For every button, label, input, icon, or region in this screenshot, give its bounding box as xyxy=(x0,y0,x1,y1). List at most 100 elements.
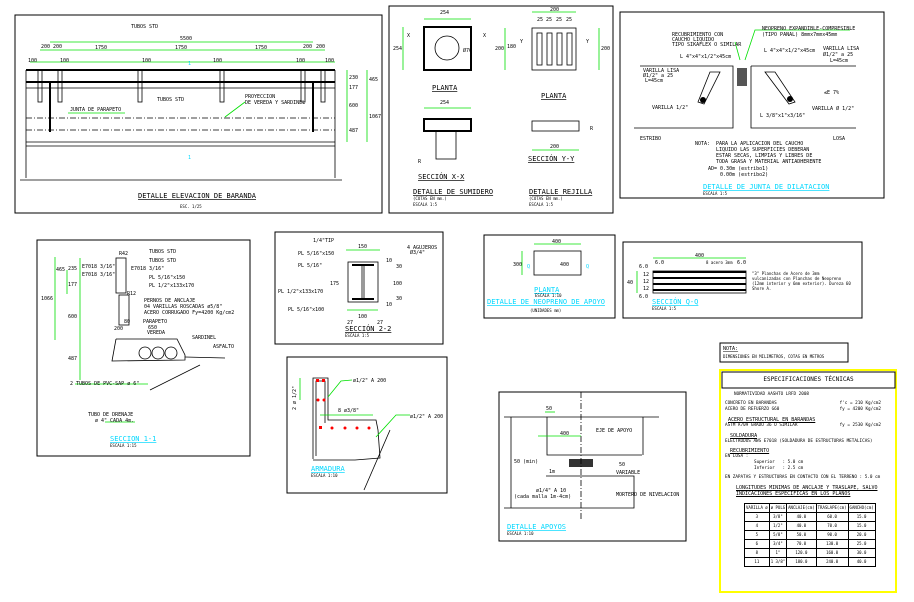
rejilla-scale: ESCALA 1:5 xyxy=(529,202,554,207)
rejilla-title: DETALLE REJILLA xyxy=(529,188,593,196)
dim: 30 xyxy=(396,296,402,302)
label: ASTM A709 GRADO 36 O SIMILAR xyxy=(725,423,798,428)
section-mark: 1 xyxy=(188,155,191,161)
dim: 12 xyxy=(643,286,649,292)
dim: 175 xyxy=(330,281,339,287)
section-mark: R xyxy=(418,159,422,165)
dim: 200 xyxy=(601,46,610,52)
label: 50 (min) xyxy=(514,459,538,465)
specs-norm: NORMATIVIDAD AASHTO LRFD 2008 xyxy=(734,392,810,397)
dim: 100 xyxy=(213,58,222,64)
label: EJE DE APOYO xyxy=(596,428,632,434)
specs-cover-bottom: Inferior : 2.5 cm xyxy=(754,466,804,471)
specs-panel: ESPECIFICACIONES TÉCNICAS NORMATIVIDAD A… xyxy=(722,372,895,567)
section-mark: R xyxy=(590,126,594,132)
dim: 465 xyxy=(369,77,378,83)
dim: 30 xyxy=(396,264,402,270)
label: Ø1/2" a 25 xyxy=(823,51,853,58)
label: VARIABLE xyxy=(616,470,640,476)
dim: 1m xyxy=(549,469,555,475)
cell: 40.0 xyxy=(847,557,876,567)
label: ACERO CORRUGADO Fy=4200 Kg/cm2 xyxy=(144,310,234,316)
cell: 11 xyxy=(744,557,770,567)
label: (cada malla 1m-4cm) xyxy=(514,494,571,500)
anchorage-table: VARILLA ø ø PULG ANCLAJE(cm) TRASLAPE(cm… xyxy=(744,503,876,567)
label-tubos-std: TUBOS STD xyxy=(131,24,158,30)
neopreno-title: DETALLE DE NEOPRENO DE APOYO xyxy=(487,298,605,306)
elevation-panel: 5500 1750 1750 1750 200 200 200 200 100 … xyxy=(14,14,383,214)
label: L 4"x4"x1/2"x45cm xyxy=(680,54,731,60)
dim: 180 xyxy=(507,44,516,50)
label: E7018 3/16" xyxy=(131,266,164,272)
cell: 240.0 xyxy=(815,557,849,567)
label: (TIPO PANAL) 8mmx7mmx45mm xyxy=(762,32,837,38)
dim: 400 xyxy=(552,239,561,245)
dim: 50 xyxy=(546,406,552,412)
dim: 200 xyxy=(114,326,123,332)
label: CAUCHO LIQUIDO xyxy=(672,37,714,43)
specs-steel-heading: ACERO ESTRUCTURAL EN BARANDAS xyxy=(728,417,816,423)
dim: 100 xyxy=(296,58,305,64)
label-junta-parapeto: JUNTA DE PARAPETO xyxy=(70,107,121,113)
label: ESTRIBO xyxy=(640,136,661,142)
label: 1/4"TIP xyxy=(313,238,334,244)
dim: 100 xyxy=(325,58,334,64)
apoyos-panel: 400 50 1m EJE DE APOYO 50 (min) 50 VARIA… xyxy=(498,391,687,542)
dim: 400 xyxy=(695,253,704,259)
label: ø1/4" A 10 xyxy=(536,488,566,494)
label: VARILLA LISA xyxy=(823,46,859,52)
label: ASFALTO xyxy=(213,344,234,350)
note: LIQUIDO LAS SUPERFICIES DEBERAN xyxy=(716,147,809,153)
neopreno-panel: 400 300 400 Q Q PLANTA ESCALA 1:10 DETAL… xyxy=(483,234,616,319)
label: Ø3/4" xyxy=(410,249,425,256)
nota-panel: NOTA: DIMENSIONES EN MILIMETROS, COTAS E… xyxy=(719,342,849,363)
label: R12 xyxy=(127,291,136,297)
label: L 3/8"x1"x3/16" xyxy=(760,113,805,119)
label: PL 1/2"x133x170 xyxy=(278,289,323,295)
section-mark: Y xyxy=(520,39,523,45)
label: ø 4" CADA 4m. xyxy=(95,418,134,424)
dim: 1067 xyxy=(369,114,381,120)
dim: 100 xyxy=(358,314,367,320)
sumidero-scale: ESCALA 1:5 xyxy=(413,202,438,207)
seccion11-title: SECCION 1-1 xyxy=(110,435,156,443)
label: VEREDA xyxy=(147,330,165,336)
label: 4 AGUJEROS xyxy=(407,245,437,251)
section-x-label: SECCIÓN X-X xyxy=(418,172,465,181)
rebar-dots xyxy=(316,379,371,430)
cell: 50.0 xyxy=(786,530,817,540)
header-cell: ANCLAJE(cm) xyxy=(786,503,817,513)
dim: 400 xyxy=(560,262,569,268)
specs-title-box xyxy=(721,371,896,389)
label-tubos-std: TUBOS STD xyxy=(157,97,184,103)
note: ESTAR SECAS, LIMPIAS Y LIBRES DE xyxy=(716,153,812,159)
label: NEOPRENO EXPANDIBLE-COMPRESIBLE xyxy=(762,26,855,32)
section-mark: X xyxy=(483,33,486,39)
dim: 100 xyxy=(393,281,402,287)
section-mark: Q xyxy=(586,264,589,270)
label-proyeccion: DE VEREDA Y SARDINEL xyxy=(245,100,305,106)
dim: 100 xyxy=(28,58,37,64)
label: ø1/2" A 200 xyxy=(410,414,443,420)
cell: 3/8" xyxy=(768,512,788,522)
label: PERNOS DE ANCLAJE xyxy=(144,298,195,304)
section-y-label: SECCIÓN Y-Y xyxy=(528,154,575,163)
dim: 27 xyxy=(377,320,383,326)
label: TUBOS STD xyxy=(149,249,176,255)
seccionQQ-scale: ESCALA 1:5 xyxy=(652,306,677,311)
note: NOTA: xyxy=(695,141,710,147)
label: CONCRETO EN BARANDAS xyxy=(725,401,777,406)
specs-cover-heading: RECUBRIMIENTO xyxy=(730,448,770,454)
label: R42 xyxy=(119,251,128,257)
description: (12mm interior y 6mm exterior). Dureza 6… xyxy=(752,281,851,286)
dim: 12 xyxy=(643,279,649,285)
label: 8 acero 3mm xyxy=(706,260,733,265)
cell: 30.0 xyxy=(847,548,876,558)
note: PARA LA APLICACION DEL CAUCHO xyxy=(716,141,803,147)
dim: 177 xyxy=(349,85,358,91)
cell: 25.0 xyxy=(847,539,876,549)
cell: 70.0 xyxy=(786,539,817,549)
